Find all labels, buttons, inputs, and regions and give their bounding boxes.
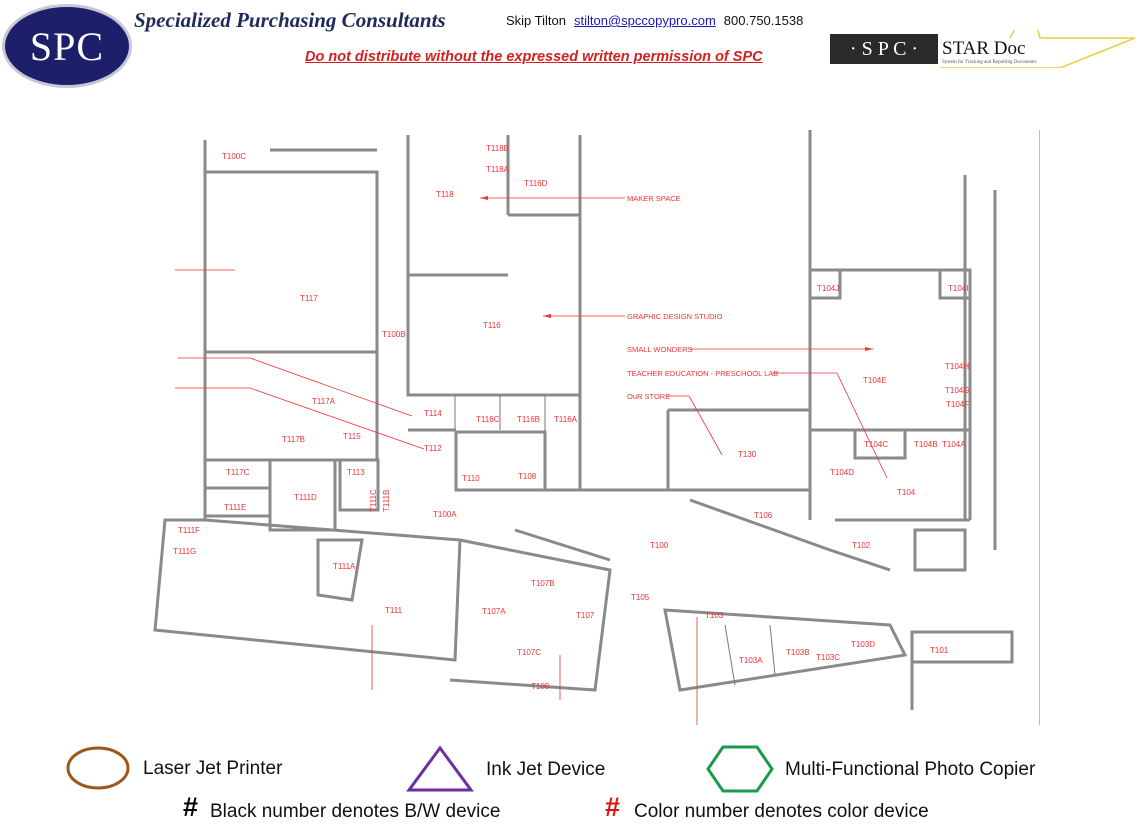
annotation-teacher-education: TEACHER EDUCATION - PRESCHOOL LAB xyxy=(627,369,778,378)
room-label: T111F xyxy=(178,526,200,535)
room-label: T117 xyxy=(300,294,318,303)
contact-name: Skip Tilton xyxy=(506,13,566,28)
room-label: T103C xyxy=(816,653,840,662)
annotation-maker-space: MAKER SPACE xyxy=(627,194,681,203)
legend-inkjet-label: Ink Jet Device xyxy=(486,759,606,780)
annotation-small-wonders: SMALL WONDERS xyxy=(627,345,693,354)
room-label: T100A xyxy=(433,510,457,519)
room-label: T116D xyxy=(524,179,548,188)
room-label: T104F xyxy=(946,400,969,409)
distribution-warning: Do not distribute without the expressed … xyxy=(305,49,763,65)
room-label: T117C xyxy=(226,468,250,477)
room-label: T104E xyxy=(863,376,887,385)
spc-logo: SPC xyxy=(2,4,132,88)
room-label: T102 xyxy=(852,541,871,550)
laser-printer-circle-icon xyxy=(66,746,130,790)
walls xyxy=(153,130,1040,725)
room-label: T103A xyxy=(739,656,763,665)
room-label: T104B xyxy=(914,440,938,449)
room-labels: T100C T117 T100B T118 T118B T118A T116D … xyxy=(173,144,969,691)
annotation-graphic-design: GRAPHIC DESIGN STUDIO xyxy=(627,312,723,321)
room-label: T103B xyxy=(786,648,810,657)
room-label: T105 xyxy=(631,593,650,602)
room-label: T103D xyxy=(851,640,875,649)
legend-mfp-label: Multi-Functional Photo Copier xyxy=(785,759,1036,780)
annotation-our-store: OuR STORE xyxy=(627,392,670,401)
stardoc-tagline: System for Tracking and Reporting Docume… xyxy=(942,60,1037,65)
room-label: T104D xyxy=(830,468,854,477)
svg-text:· S P C ·: · S P C · xyxy=(850,38,918,60)
room-label: T109 xyxy=(531,682,550,691)
room-label: T107B xyxy=(531,579,555,588)
legend-laser-label: Laser Jet Printer xyxy=(143,758,283,779)
room-label: T111D xyxy=(294,493,317,502)
room-label: T101 xyxy=(930,646,949,655)
room-label: T104J xyxy=(817,284,839,293)
room-label: T104H xyxy=(945,362,969,371)
svg-text:STAR Doc: STAR Doc xyxy=(942,38,1025,59)
room-label: T111C xyxy=(369,489,378,512)
room-label: T104G xyxy=(945,386,969,395)
room-label: T111 xyxy=(385,606,403,615)
color-hash-symbol: # xyxy=(605,792,621,822)
room-label: T111G xyxy=(173,547,196,556)
room-label: T118B xyxy=(486,144,509,153)
company-name: Specialized Purchasing Consultants xyxy=(134,8,446,32)
room-label: T104I xyxy=(948,284,968,293)
inkjet-triangle-icon xyxy=(406,745,474,792)
contact-info: Skip Tilton stilton@spccopypro.com 800.750… xyxy=(506,13,803,28)
room-label: T108 xyxy=(518,472,537,481)
room-label: T111B xyxy=(382,490,391,512)
room-label: T115 xyxy=(343,432,361,441)
room-label: T117A xyxy=(312,397,336,406)
room-label: T110 xyxy=(462,474,480,483)
room-label: T100B xyxy=(382,330,406,339)
room-label: T116 xyxy=(483,321,501,330)
legend-color-label: Color number denotes color device xyxy=(634,801,929,822)
room-label: T113 xyxy=(347,468,365,477)
room-label: T107C xyxy=(517,648,541,657)
room-label: T106 xyxy=(754,511,773,520)
room-label: T111E xyxy=(224,503,246,512)
mfp-hexagon-icon xyxy=(706,745,774,793)
logo-text: SPC xyxy=(29,23,105,69)
room-label: T111A xyxy=(333,562,356,571)
contact-email-link[interactable]: stilton@spccopypro.com xyxy=(573,13,716,28)
room-label: T116A xyxy=(554,415,578,424)
stardoc-logo: · S P C · STAR Doc System for Tracking a… xyxy=(830,30,1136,68)
room-label: T117B xyxy=(282,435,305,444)
room-label: T116B xyxy=(517,415,540,424)
floor-plan: T100C T117 T100B T118 T118B T118A T116D … xyxy=(153,130,1040,725)
room-label: T100 xyxy=(650,541,669,550)
room-label: T104A xyxy=(942,440,966,449)
room-label: T107A xyxy=(482,607,506,616)
room-label: T116C xyxy=(476,415,500,424)
room-label: T104 xyxy=(897,488,916,497)
annotations: MAKER SPACE GRAPHIC DESIGN STUDIO SMALL … xyxy=(175,194,888,725)
room-label: T118 xyxy=(436,190,454,199)
contact-phone: 800.750.1538 xyxy=(723,13,804,28)
room-label: T112 xyxy=(424,444,442,453)
room-label: T118A xyxy=(486,165,510,174)
room-label: T107 xyxy=(576,611,595,620)
room-label: T130 xyxy=(738,450,757,459)
legend-bw-label: Black number denotes B/W device xyxy=(210,801,501,822)
room-label: T114 xyxy=(424,409,442,418)
room-label: T104C xyxy=(864,440,888,449)
bw-hash-symbol: # xyxy=(183,792,199,822)
room-label: T100C xyxy=(222,152,246,161)
room-label: T103 xyxy=(705,611,724,620)
